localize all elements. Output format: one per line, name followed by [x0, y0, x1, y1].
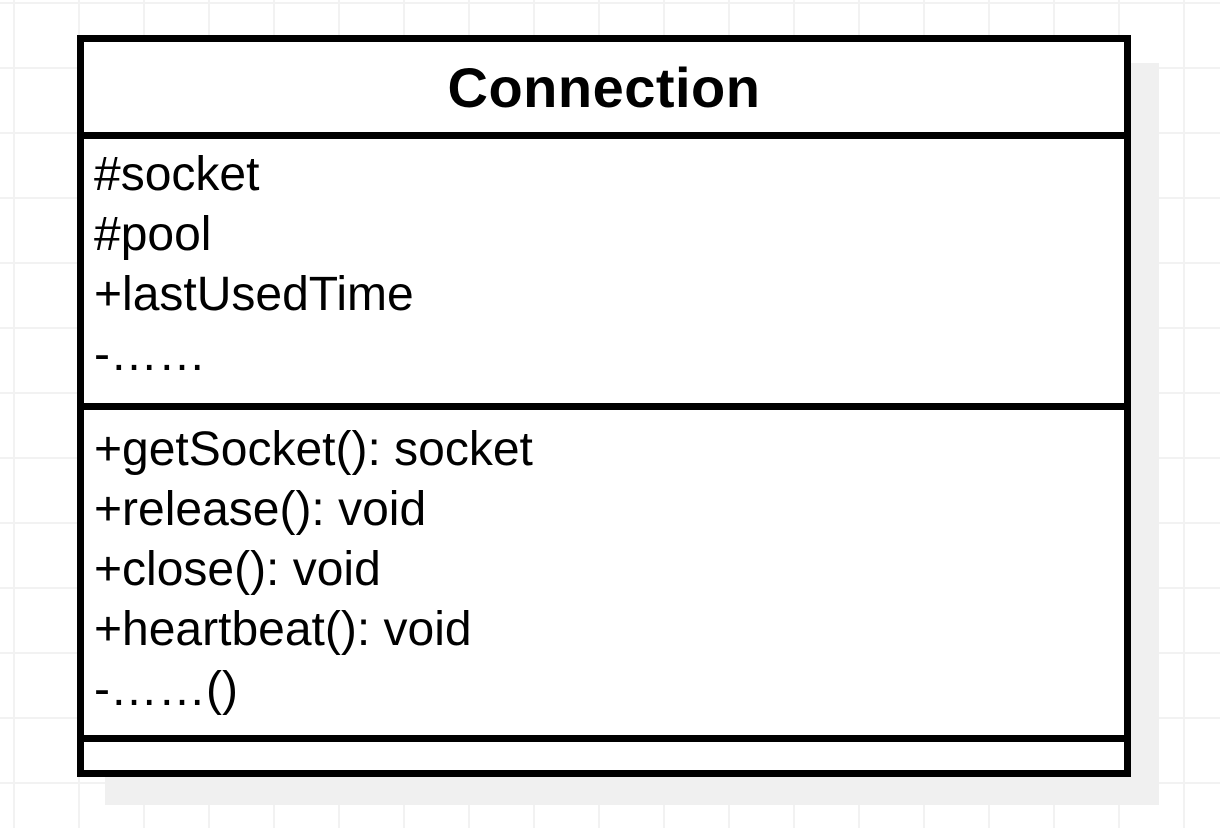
class-name-compartment[interactable]: Connection — [84, 42, 1124, 139]
uml-class-box-connection[interactable]: Connection #socket #pool +lastUsedTime -… — [77, 35, 1131, 777]
attribute-item[interactable]: #pool — [94, 208, 212, 261]
method-item[interactable]: +getSocket(): socket — [94, 423, 533, 476]
method-item[interactable]: +heartbeat(): void — [94, 603, 472, 656]
class-name: Connection — [447, 55, 761, 119]
class-attributes-compartment[interactable]: #socket #pool +lastUsedTime -…… — [84, 139, 1124, 410]
method-item[interactable]: +close(): void — [94, 543, 381, 596]
attribute-item[interactable]: -…… — [94, 328, 206, 381]
method-item[interactable]: -……() — [94, 663, 238, 716]
class-methods-compartment[interactable]: +getSocket(): socket +release(): void +c… — [84, 410, 1124, 742]
class-empty-compartment[interactable] — [84, 742, 1124, 770]
attribute-item[interactable]: #socket — [94, 148, 260, 201]
method-item[interactable]: +release(): void — [94, 483, 427, 536]
attribute-item[interactable]: +lastUsedTime — [94, 268, 414, 321]
